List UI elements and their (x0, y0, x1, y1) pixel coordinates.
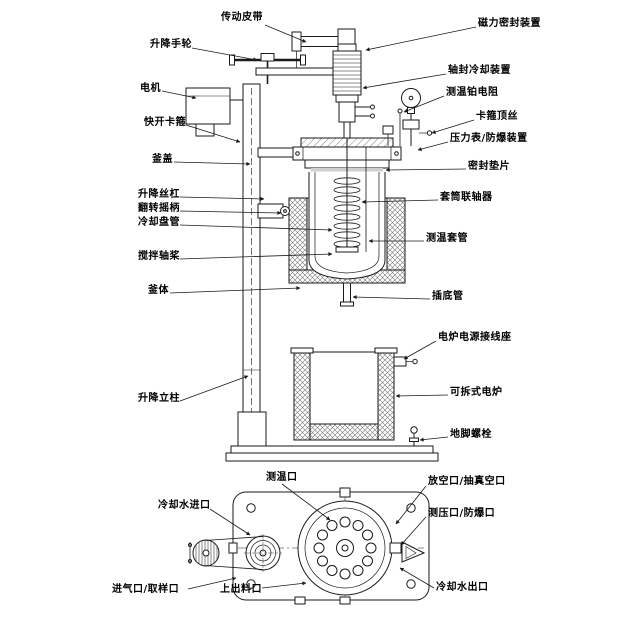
leader-line-anchor-bolt (419, 436, 449, 442)
temperature-probe-shape (397, 108, 403, 146)
leader-line-temperature-port (281, 483, 331, 521)
top-view-drawing (188, 487, 430, 605)
leader-line-top-discharge-port (261, 581, 307, 589)
magnetic-seal-shape (332, 43, 362, 103)
leader-line-sealing-gasket (385, 167, 467, 172)
shaft-seal-cooling-shape (338, 101, 375, 138)
leader-line-kettle-lid (173, 161, 251, 166)
leader-line-vent-vacuum-port (395, 485, 427, 525)
leader-line-sleeve-coupling (361, 199, 439, 204)
leader-line-temperature-platinum-resistor (403, 95, 445, 113)
leader-line-furnace-power-terminal (403, 340, 437, 360)
leader-line-magnetic-seal-device (365, 26, 477, 52)
leader-line-cooling-water-inlet (209, 508, 251, 536)
leader-line-quick-open-clamp (185, 124, 241, 143)
leader-line-shaft-seal-cooling-device (362, 73, 447, 90)
leader-line-drive-belt (264, 24, 307, 43)
leader-line-stirring-shaft-paddle (179, 252, 333, 260)
lifting-column-shape (237, 83, 267, 447)
leader-line-cooling-coil (179, 224, 333, 232)
leader-line-flip-crank (179, 210, 282, 215)
motor-shape (185, 87, 243, 137)
leader-line-kettle-body (169, 286, 301, 294)
leader-line-motor (161, 90, 197, 100)
leader-line-pressure-gauge-explosion-proof-device (417, 141, 449, 152)
flip-crank-shape (257, 147, 294, 219)
anchor-bolt-shape (409, 426, 419, 446)
front-view-drawing (185, 28, 439, 605)
leader-line-gas-inlet-sampling-port (187, 576, 237, 590)
detachable-furnace-shape (290, 347, 418, 441)
base-plate (225, 445, 439, 462)
leader-line-lifting-screw (179, 196, 265, 201)
leader-line-bottom-insert-tube (352, 295, 431, 300)
leader-line-detachable-furnace (395, 393, 449, 398)
stirrer-shape (335, 138, 367, 253)
leader-line-cooling-water-outlet (399, 567, 435, 589)
leader-line-lifting-column (179, 375, 249, 402)
bottom-tube-shape (340, 282, 354, 307)
leader-line-clamp-set-screw (431, 119, 475, 134)
leader-line-pressure-explosion-port (400, 516, 427, 546)
leader-line-lifting-handwheel (191, 47, 258, 62)
